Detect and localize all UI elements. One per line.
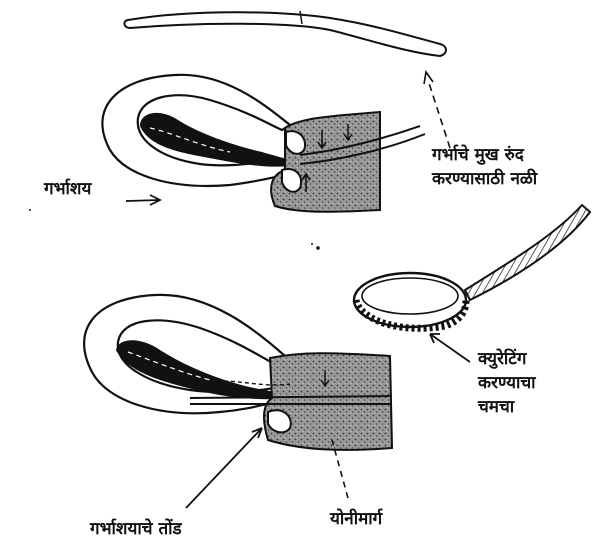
curette-label-line1: क्युरेटिंग (477, 348, 528, 369)
uterus-arrow (126, 195, 160, 205)
dilator-pointer-line (428, 80, 450, 148)
curette-label-line3: चमचा (477, 397, 515, 417)
upper-uterus-illustration (102, 75, 425, 212)
curette-pointer-line (430, 334, 470, 362)
vagina-label: योनीमार्ग (329, 508, 384, 529)
uterus-label: गर्भाशय (43, 178, 92, 199)
curette-label-line2: करण्याचा (477, 373, 536, 393)
cervix-label: गर्भाशयाचे तोंड (89, 518, 183, 539)
dilator-label-line2: करण्यासाठी नळी (431, 168, 538, 189)
curette-spoon-illustration (354, 205, 590, 328)
lower-uterus-illustration (84, 295, 392, 450)
dilator-tube-illustration (124, 11, 446, 56)
cervix-pointer-line (186, 428, 262, 508)
dilator-label-line1: गर्भाचे मुख रुंद (431, 144, 525, 165)
